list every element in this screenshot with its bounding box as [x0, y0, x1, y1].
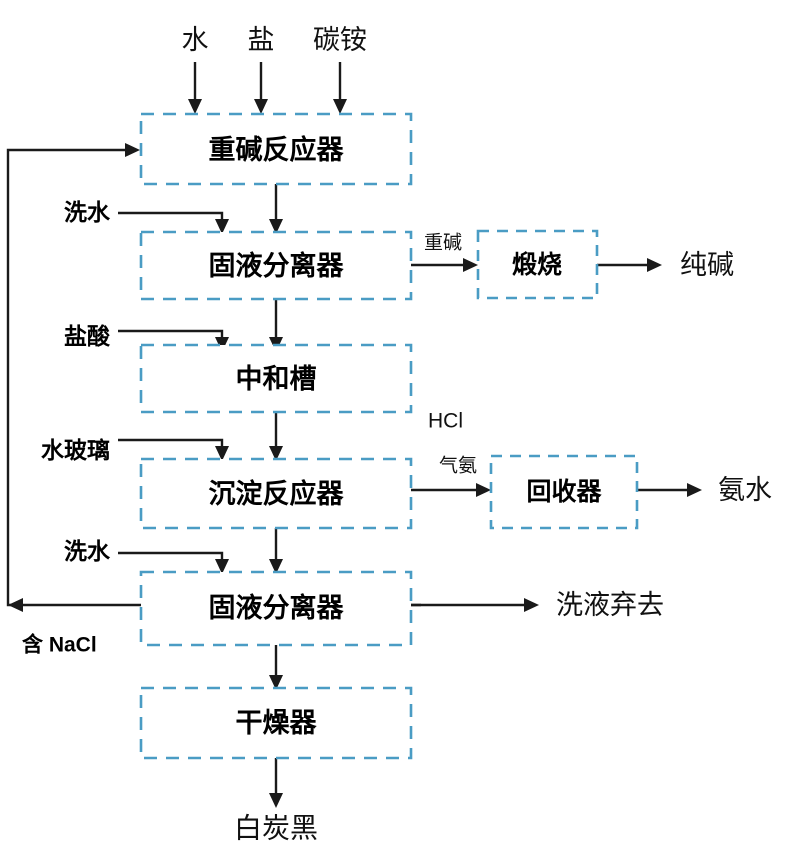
ammonia-water-arrowhead: [687, 483, 702, 497]
feed-wash-water-1-line: [118, 211, 224, 222]
side-unit-boxes: 煅烧 回收器: [476, 229, 639, 530]
feed-water-glass-line: [118, 438, 224, 449]
main-chain-arrows: [269, 184, 283, 808]
chain-arrow-5-head: [269, 675, 283, 690]
side-feed-labels: 洗水 盐酸 水玻璃 洗水: [41, 199, 111, 564]
stream-labels: 重碱 气氨: [424, 232, 477, 477]
unit-bicarb-reactor-label: 重碱反应器: [209, 134, 345, 165]
stream-bicarbonate-label: 重碱: [424, 232, 462, 254]
feed-hydrochloric-line: [118, 329, 224, 340]
recycle-inlet-arrowhead: [125, 143, 140, 157]
gas-ammonia-arrowhead: [476, 483, 491, 497]
bicarbonate-arrowhead: [463, 258, 478, 272]
main-unit-boxes: 重碱反应器 固液分离器 中和槽 沉淀反应器 固液分离器 干燥器: [139, 112, 413, 760]
feed-water-label: 水: [182, 25, 209, 55]
unit-recovery[interactable]: [489, 454, 639, 530]
top-feed-arrows: [188, 62, 347, 114]
feed-wash-water-1-label: 洗水: [64, 199, 111, 225]
waste-wash-branch: [411, 598, 539, 612]
feed-water-glass-arrowhead: [215, 446, 229, 461]
note-hcl-label: HCl: [428, 410, 463, 433]
soda-ash-arrowhead: [647, 258, 662, 272]
feed-wash-water-2-line: [118, 551, 224, 562]
unit-separator-1-label: 固液分离器: [209, 250, 345, 281]
unit-bicarb-reactor[interactable]: [139, 112, 413, 186]
note-labels: HCl 含 NaCl: [22, 410, 463, 657]
chain-arrow-6-head: [269, 793, 283, 808]
side-feed-connectors: [118, 211, 229, 574]
waste-wash-arrowhead: [524, 598, 539, 612]
unit-dryer[interactable]: [139, 686, 413, 760]
recycle-outlet-arrowhead: [8, 598, 23, 612]
feed-amm-carb-label: 碳铵: [313, 25, 367, 55]
feed-water-arrowhead: [188, 99, 202, 114]
unit-recovery-label: 回收器: [526, 478, 602, 506]
output-white-carbon-label: 白炭黑: [234, 813, 318, 844]
feed-hydrochloric-label: 盐酸: [64, 323, 111, 349]
unit-calciner[interactable]: [476, 229, 599, 300]
unit-calciner-label: 煅烧: [512, 250, 562, 279]
feed-salt-arrowhead: [254, 99, 268, 114]
calcination-branch: [411, 258, 662, 272]
unit-separator-2-label: 固液分离器: [209, 592, 345, 623]
feed-wash-water-2-label: 洗水: [64, 538, 111, 564]
feed-wash-water-2-arrowhead: [215, 559, 229, 574]
chain-arrow-3-head: [269, 446, 283, 461]
stream-gas-ammonia-label: 气氨: [439, 455, 477, 477]
feed-water-glass-label: 水玻璃: [41, 437, 110, 463]
feed-salt-label: 盐: [248, 25, 275, 55]
unit-precip-reactor-label: 沉淀反应器: [209, 478, 345, 509]
unit-neutralizer-label: 中和槽: [236, 364, 317, 394]
top-feed-labels: 水 盐 碳铵: [182, 25, 368, 55]
feed-amm-carb-arrowhead: [333, 99, 347, 114]
chain-arrow-1-head: [269, 219, 283, 234]
unit-dryer-label: 干燥器: [236, 708, 318, 738]
output-waste-wash-label: 洗液弃去: [556, 590, 664, 620]
note-nacl-label: 含 NaCl: [22, 633, 97, 657]
feed-hydrochloric-arrowhead: [215, 337, 229, 352]
unit-precip-reactor[interactable]: [139, 457, 413, 530]
unit-separator-1[interactable]: [139, 230, 413, 301]
chain-arrow-4-head: [269, 559, 283, 574]
unit-separator-2[interactable]: [139, 570, 413, 647]
output-labels: 纯碱 氨水 洗液弃去 白炭黑: [234, 250, 772, 844]
unit-neutralizer[interactable]: [139, 343, 413, 414]
output-soda-ash-label: 纯碱: [680, 250, 734, 280]
feed-wash-water-1-arrowhead: [215, 219, 229, 234]
output-ammonia-water-label: 氨水: [718, 475, 772, 505]
ammonia-recovery-branch: [411, 483, 702, 497]
